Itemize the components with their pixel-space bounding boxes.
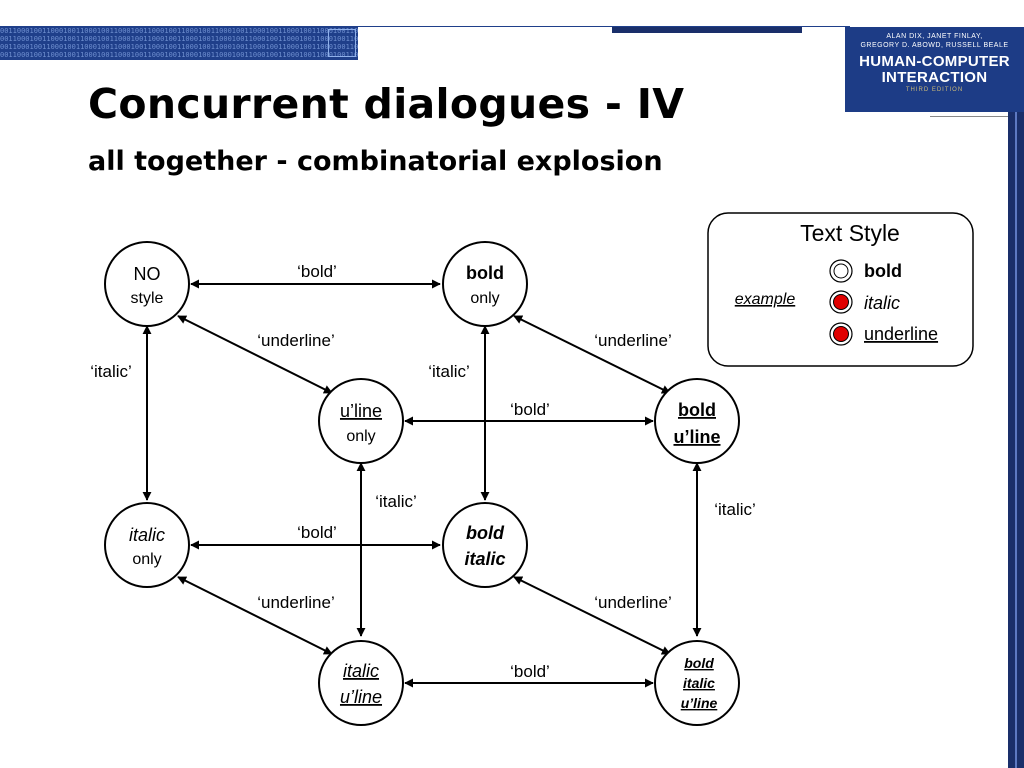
legend-underline-label: underline	[864, 324, 938, 344]
state-bold-italic-uline: bold italic u’line	[654, 640, 740, 726]
state-no-style-line1: NO	[134, 264, 161, 284]
label-none-uline: ‘underline’	[257, 331, 335, 350]
binary-banner: 0011000100110001001100010011000100110001…	[0, 27, 358, 60]
label-italic-italiculine: ‘underline’	[257, 593, 335, 612]
legend-box: Text Style example bold italic underline	[707, 212, 974, 367]
state-uline-only-circle	[318, 378, 404, 464]
state-bold-uline-circle	[654, 378, 740, 464]
state-bold-only-line2: only	[470, 290, 499, 307]
transition-arrows	[142, 279, 702, 688]
label-bold-bolduline: ‘underline’	[594, 331, 672, 350]
state-italic-uline: italic u’line	[318, 640, 404, 726]
slide-subtitle: all together - combinatorial explosion	[88, 146, 663, 177]
state-bold-uline: bold u’line	[654, 378, 740, 464]
legend-frame	[707, 212, 974, 367]
state-bold-italic-uline-line2: italic	[683, 675, 715, 691]
book-title-line2: INTERACTION	[881, 69, 988, 86]
radio-bold-inner	[833, 263, 849, 279]
book-edition: THIRD EDITION	[905, 87, 964, 93]
slide-title: Concurrent dialogues - IV	[88, 80, 685, 128]
radio-underline-dot	[833, 326, 849, 342]
arrow-none-uline	[177, 315, 333, 394]
transition-labels: ‘bold’ ‘underline’ ‘italic’ ‘underline’ …	[90, 262, 756, 681]
book-authors: ALAN DIX, JANET FINLAY, GREGORY D. ABOWD…	[860, 33, 1009, 49]
state-italic-uline-circle	[318, 640, 404, 726]
state-italic-only-line1: italic	[129, 525, 165, 545]
state-bold-only: bold only	[442, 241, 528, 327]
radio-bold[interactable]	[829, 259, 853, 283]
state-no-style: NO style	[104, 241, 190, 327]
state-italic-uline-line1: italic	[343, 661, 379, 681]
state-italic-only: italic only	[104, 502, 190, 588]
state-nodes: NO style bold only u’line only bold u’li…	[104, 241, 740, 726]
state-italic-only-line2: only	[132, 551, 161, 568]
legend-italic-label: italic	[864, 293, 900, 313]
book-divider	[930, 116, 1024, 117]
state-uline-only-line2: only	[346, 428, 375, 445]
label-uline-italiculine: ‘italic’	[375, 492, 417, 511]
label-bolditalic-all: ‘underline’	[594, 593, 672, 612]
legend-example-label: example	[735, 291, 796, 308]
legend-bold-label: bold	[864, 261, 902, 281]
radio-underline[interactable]	[829, 322, 853, 346]
arrow-bold-bolduline	[513, 315, 671, 394]
state-bold-italic-uline-line1: bold	[684, 655, 714, 671]
state-uline-only-line1: u’line	[340, 401, 382, 421]
state-bold-italic-uline-line3: u’line	[681, 695, 718, 711]
state-bold-italic-line2: italic	[464, 549, 505, 569]
state-bold-italic-line1: bold	[466, 523, 505, 543]
state-bold-only-line1: bold	[466, 263, 504, 283]
state-bold-uline-line1: bold	[678, 400, 716, 420]
book-title-line1: HUMAN-COMPUTER	[859, 53, 1010, 70]
label-none-bold: ‘bold’	[297, 262, 337, 281]
state-uline-only: u’line only	[318, 378, 404, 464]
right-edge-stripe-line	[1015, 112, 1017, 768]
arrow-bolditalic-all	[513, 576, 671, 655]
label-bolduline-all: ‘italic’	[714, 500, 756, 519]
state-bold-italic: bold italic	[442, 502, 528, 588]
radio-italic[interactable]	[829, 290, 853, 314]
state-bold-only-circle	[442, 241, 528, 327]
state-no-style-line2: style	[131, 290, 164, 307]
label-bold-bolditalic: ‘italic’	[428, 362, 470, 381]
state-no-style-circle	[104, 241, 190, 327]
state-bold-italic-circle	[442, 502, 528, 588]
state-italic-uline-line2: u’line	[340, 687, 382, 707]
label-none-italic: ‘italic’	[90, 362, 132, 381]
header-accent-bar	[612, 27, 802, 33]
state-bold-uline-line2: u’line	[673, 427, 720, 447]
circuit-logo-icon	[328, 29, 356, 57]
binary-text: 0011000100110001001100010011000100110001…	[0, 27, 358, 59]
legend-title: Text Style	[800, 220, 900, 246]
label-uline-bolduline: ‘bold’	[510, 400, 550, 419]
book-cover: ALAN DIX, JANET FINLAY, GREGORY D. ABOWD…	[845, 27, 1024, 112]
radio-italic-dot	[833, 294, 849, 310]
arrow-italic-italiculine	[177, 576, 333, 655]
label-italiculine-all: ‘bold’	[510, 662, 550, 681]
state-bold-italic-uline-circle	[654, 640, 740, 726]
state-italic-only-circle	[104, 502, 190, 588]
label-italic-bolditalic: ‘bold’	[297, 523, 337, 542]
top-rule	[0, 26, 850, 27]
